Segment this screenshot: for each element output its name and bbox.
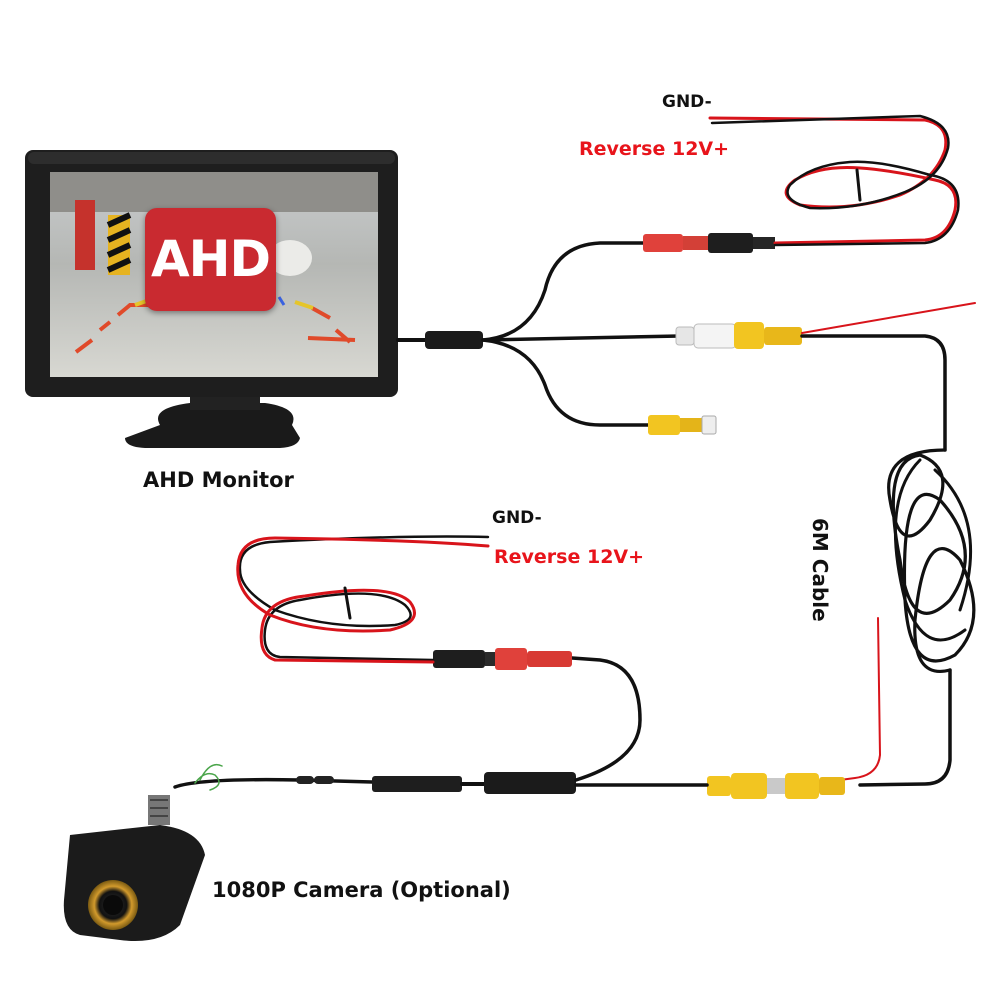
monitor-visor [28, 152, 395, 164]
reverse-label-bottom: Reverse 12V+ [494, 546, 645, 568]
screen-guide-lines-red [74, 303, 356, 354]
cable-to-coil-top [800, 334, 947, 452]
camera-plug-male [372, 776, 462, 792]
yellow-coupler-right [819, 777, 845, 795]
white-rca-body [693, 323, 737, 349]
rca-coupler-bottom [707, 773, 845, 799]
trigger-red-wire-bottom [839, 617, 882, 781]
red-plug-bottom-tail [527, 651, 572, 667]
power-pair-bottom [236, 535, 490, 664]
red-plug-bottom [495, 648, 527, 670]
cable-length-label: 6M Cable [808, 518, 832, 622]
rca-out-jack [701, 415, 717, 435]
reverse-wire-bottom [236, 536, 490, 664]
camera-power-branch [570, 656, 642, 782]
monitor-connector [425, 331, 483, 349]
camera-cable [173, 777, 374, 789]
camera-plug-female [484, 772, 576, 794]
trigger-red-wire-top [801, 302, 976, 334]
yellow-rca-tail [764, 327, 802, 345]
red-plug-top-collar [683, 236, 708, 250]
reverse-label-top: Reverse 12V+ [579, 138, 730, 160]
rca-video-out [648, 415, 717, 435]
black-plug-bottom-collar [485, 652, 495, 666]
reverse-wire-top [708, 116, 958, 245]
screen-parked-car [268, 240, 312, 276]
video-branch-wire [481, 334, 682, 342]
black-plug-top [708, 233, 753, 253]
cable-tie-top [855, 168, 862, 202]
gnd-label-bottom: GND- [492, 508, 542, 528]
black-plug-bottom [433, 650, 485, 668]
camera-mount-bolt [148, 795, 170, 825]
black-plug-top-tail [753, 237, 775, 249]
power-connector-top [643, 233, 775, 253]
rca-video-in [675, 322, 802, 349]
monitor-label: AHD Monitor [143, 468, 294, 492]
gnd-wire-bottom [238, 535, 490, 662]
yellow-rca-body [734, 322, 764, 349]
cable-to-camera-link [858, 668, 952, 787]
camera-housing [63, 825, 205, 941]
screen-fire-cabinet [75, 200, 95, 270]
cable-coil [887, 448, 976, 673]
camera-label: 1080P Camera (Optional) [212, 878, 511, 902]
cable-tie-bottom [343, 586, 352, 620]
yellow-coupler-left [707, 776, 731, 796]
camera-bolt-thread [150, 799, 168, 817]
six-meter-cable [800, 302, 976, 787]
monitor-harness [396, 241, 682, 427]
yellow-coupler-body-left [731, 773, 767, 799]
power-pair-top [708, 114, 960, 247]
camera-harness [173, 656, 709, 794]
yellow-rca-out-collar [680, 418, 702, 432]
camera-thin-wires [194, 763, 223, 791]
power-connector-bottom [433, 648, 572, 670]
monitor-stand-base [125, 403, 300, 448]
screen-guide-lines-blue [277, 296, 286, 306]
yellow-coupler-body-right [785, 773, 819, 799]
cable-length-text: 6M Cable [808, 518, 832, 622]
screen-ceiling [50, 172, 378, 212]
video-out-branch-wire [481, 338, 652, 427]
cable-coil-inner [893, 458, 973, 642]
red-plug-top [643, 234, 683, 252]
yellow-rca-out-body [648, 415, 680, 435]
power-branch-wire [481, 241, 647, 342]
white-rca-tip [675, 326, 695, 346]
gnd-label-top: GND- [662, 92, 712, 112]
camera-lens-center [103, 895, 123, 915]
coupler-metal-band [767, 778, 785, 794]
screen-pillar-stripes [106, 212, 132, 273]
ahd-badge: AHD [145, 208, 276, 311]
camera-1080p [63, 795, 205, 941]
gnd-wire-top [710, 114, 960, 247]
